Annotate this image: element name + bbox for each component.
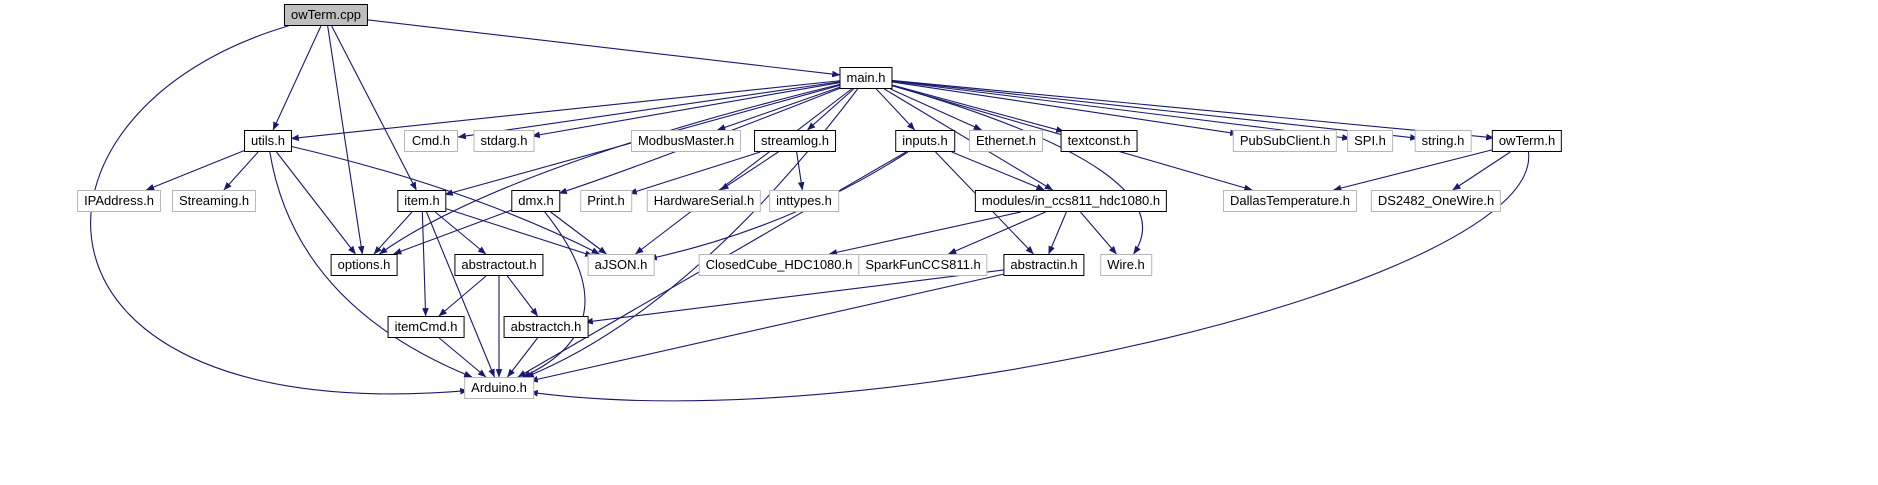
dependency-edge-streamlog.h-to-HardwareSerial.h: [720, 151, 779, 191]
dependency-edge-item.h-to-options.h: [373, 211, 413, 255]
dependency-edge-main.h-to-string.h: [891, 80, 1419, 141]
dependency-edge-main.h-to-Ethernet.h: [890, 88, 982, 131]
graph-node-Arduino.h: Arduino.h: [464, 377, 534, 399]
graph-node-abstractin.h[interactable]: abstractin.h: [1003, 254, 1085, 276]
dependency-edge-inputs.h-to-aJSON.h: [648, 151, 909, 261]
dependency-edge-utils.h-to-Streaming.h: [223, 151, 259, 191]
graph-node-textconst.h[interactable]: textconst.h: [1060, 130, 1138, 152]
dependency-edge-abstractout.h-to-abstractch.h: [506, 275, 539, 317]
graph-node-options.h[interactable]: options.h: [330, 254, 398, 276]
dependency-edge-item.h-to-abstractout.h: [434, 211, 487, 255]
graph-node-Cmd.h: Cmd.h: [404, 130, 458, 152]
dependency-edge-abstractin.h-to-Arduino.h: [529, 272, 1008, 383]
dependency-edge-owTerm.cpp-to-utils.h: [272, 25, 322, 131]
dependency-edge-main.h-to-options.h: [379, 83, 841, 255]
graph-node-Print.h: Print.h: [580, 190, 632, 212]
dependency-edge-utils.h-to-aJSON.h: [290, 145, 600, 255]
dependency-edge-abstractout.h-to-itemCmd.h: [438, 275, 487, 317]
dependency-edge-owTerm.h-to-DallasTemperature.h: [1333, 148, 1495, 192]
graph-node-SPI.h: SPI.h: [1347, 130, 1393, 152]
dependency-edge-utils.h-to-Arduino.h: [269, 151, 473, 378]
dependency-edge-owTerm.cpp-to-options.h: [327, 25, 365, 255]
dependency-edge-streamlog.h-to-inttypes.h: [796, 151, 805, 191]
dependency-edge-main.h-to-streamlog.h: [807, 88, 854, 131]
dependency-edge-owTerm.h-to-DS2482_OneWire.h: [1452, 151, 1511, 191]
graph-node-main.h[interactable]: main.h: [839, 67, 893, 89]
dependency-edge-main.h-to-modules/in_ccs811_hdc1080.h: [884, 88, 1054, 191]
graph-node-Ethernet.h: Ethernet.h: [969, 130, 1043, 152]
dependency-edge-dmx.h-to-Arduino.h: [522, 211, 586, 378]
graph-node-ClosedCube_HDC1080.h: ClosedCube_HDC1080.h: [698, 254, 860, 276]
graph-node-HardwareSerial.h: HardwareSerial.h: [646, 190, 762, 212]
dependency-edge-streamlog.h-to-Print.h: [628, 151, 761, 195]
graph-node-modules-in_ccs811_hdc1080.h[interactable]: modules/in_ccs811_hdc1080.h: [974, 190, 1168, 212]
dependency-edge-main.h-to-SPI.h: [891, 80, 1351, 141]
graph-node-item.h[interactable]: item.h: [397, 190, 447, 212]
graph-node-DallasTemperature.h: DallasTemperature.h: [1223, 190, 1357, 212]
graph-node-utils.h[interactable]: utils.h: [244, 130, 292, 152]
dependency-edge-main.h-to-stdarg.h: [531, 81, 841, 139]
dependency-edge-itemCmd.h-to-Arduino.h: [438, 337, 487, 378]
dependency-edge-item.h-to-itemCmd.h: [421, 211, 429, 317]
graph-node-SparkFunCCS811.h: SparkFunCCS811.h: [858, 254, 988, 276]
graph-node-streamlog.h[interactable]: streamlog.h: [754, 130, 836, 152]
dependency-edge-item.h-to-Arduino.h: [426, 211, 495, 378]
dependency-edge-abstractch.h-to-Arduino.h: [507, 337, 538, 378]
dependency-edge-main.h-to-inputs.h: [875, 88, 916, 131]
graph-node-Wire.h: Wire.h: [1100, 254, 1152, 276]
dependency-edge-dmx.h-to-aJSON.h: [550, 211, 607, 255]
dependency-edge-modules/in_ccs811_hdc1080.h-to-Wire.h: [1080, 211, 1117, 255]
graph-node-aJSON.h: aJSON.h: [587, 254, 655, 276]
dependency-edge-abstractin.h-to-abstractch.h: [584, 269, 1008, 325]
graph-node-inputs.h[interactable]: inputs.h: [895, 130, 955, 152]
graph-node-owTerm.h[interactable]: owTerm.h: [1491, 130, 1563, 152]
dependency-edge-modules/in_ccs811_hdc1080.h-to-ClosedCube_HDC1080.h: [828, 211, 1021, 256]
dependency-edge-main.h-to-owTerm.h: [891, 79, 1495, 141]
graph-node-DS2482_OneWire.h: DS2482_OneWire.h: [1370, 190, 1502, 212]
graph-node-Streaming.h: Streaming.h: [171, 190, 257, 212]
graph-node-PubSubClient.h: PubSubClient.h: [1232, 130, 1338, 152]
dependency-edge-main.h-to-textconst.h: [891, 84, 1065, 133]
graph-node-stdarg.h: stdarg.h: [473, 130, 535, 152]
dependency-edge-dmx.h-to-options.h: [393, 209, 514, 255]
dependency-edge-main.h-to-utils.h: [290, 80, 841, 142]
dependency-edge-item.h-to-aJSON.h: [444, 207, 594, 257]
dependency-edge-main.h-to-PubSubClient.h: [891, 81, 1239, 137]
graph-node-ModbusMaster.h: ModbusMaster.h: [630, 130, 742, 152]
dependency-edge-utils.h-to-IPAddress.h: [145, 149, 246, 191]
graph-node-string.h: string.h: [1414, 130, 1472, 152]
dependency-edge-main.h-to-ModbusMaster.h: [717, 86, 841, 131]
dependency-edge-owTerm.cpp-to-main.h: [362, 18, 841, 78]
graph-node-dmx.h[interactable]: dmx.h: [511, 190, 561, 212]
dependency-edge-modules/in_ccs811_hdc1080.h-to-abstractin.h: [1048, 211, 1067, 255]
dependency-edge-owTerm.cpp-to-Arduino.h: [90, 25, 469, 395]
dependency-edge-utils.h-to-options.h: [276, 151, 356, 255]
dependency-edge-main.h-to-Wire.h: [891, 85, 1144, 255]
dependency-edge-owTerm.cpp-to-item.h: [331, 25, 417, 191]
graph-node-abstractout.h[interactable]: abstractout.h: [454, 254, 544, 276]
dependency-edge-inputs.h-to-modules/in_ccs811_hdc1080.h: [951, 151, 1045, 191]
dependency-edge-modules/in_ccs811_hdc1080.h-to-SparkFunCCS811.h: [948, 211, 1046, 255]
graph-node-owTerm.cpp: owTerm.cpp: [283, 4, 369, 26]
graph-node-IPAddress.h: IPAddress.h: [77, 190, 161, 212]
dependency-edge-main.h-to-Cmd.h: [457, 81, 841, 140]
graph-node-abstractch.h[interactable]: abstractch.h: [503, 316, 589, 338]
dependency-edge-main.h-to-aJSON.h: [635, 88, 852, 255]
graph-node-inttypes.h: inttypes.h: [769, 190, 839, 212]
graph-node-itemCmd.h[interactable]: itemCmd.h: [387, 316, 465, 338]
